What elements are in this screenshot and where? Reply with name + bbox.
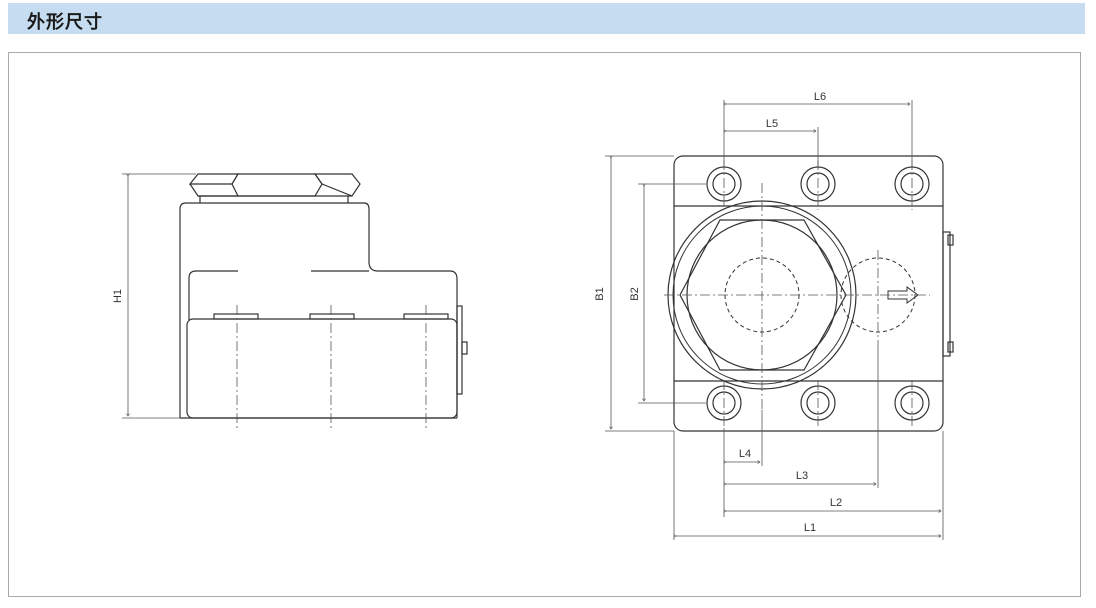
label-b2: B2 [629,287,641,300]
nut-left-facet [188,173,240,185]
label-l1: L1 [804,522,816,534]
label-h1: H1 [112,289,124,303]
side-view [179,173,468,428]
label-l2: L2 [830,497,842,509]
nut-center-facet [231,173,323,197]
label-l4: L4 [739,448,751,460]
label-l6: L6 [814,91,826,103]
section-header: 外形尺寸 [8,3,1085,34]
nut-right-facet [313,173,361,197]
base-block [186,318,458,419]
flow-arrow [887,286,919,304]
label-l3: L3 [796,470,808,482]
base-plate [673,155,944,432]
label-l5: L5 [766,118,778,130]
top-view [667,155,954,432]
body-outline [179,202,458,418]
section-title: 外形尺寸 [27,12,103,33]
dim-h1 [122,173,196,419]
dims-top-view [605,100,944,540]
label-b1: B1 [594,287,606,300]
